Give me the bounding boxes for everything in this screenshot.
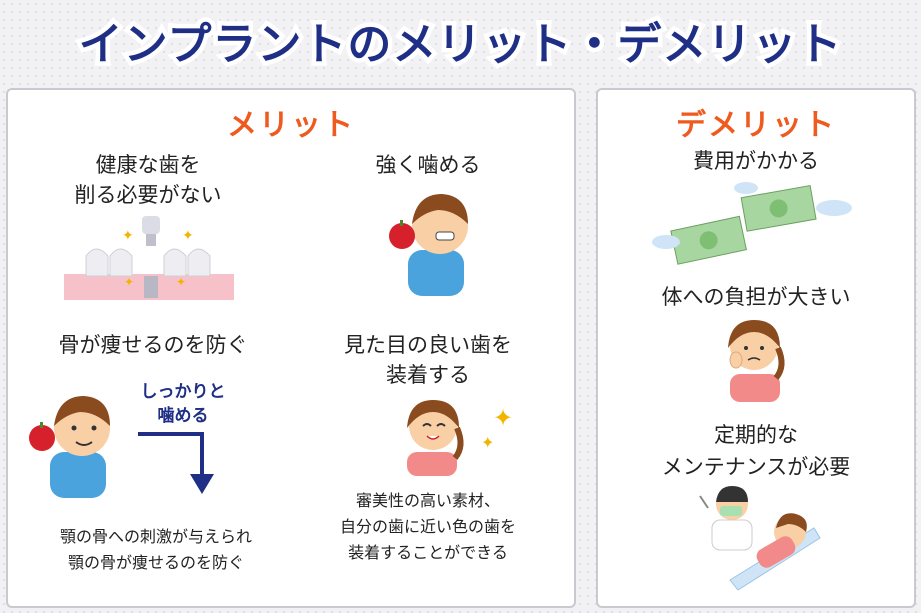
svg-text:✦: ✦ xyxy=(182,228,194,244)
merit-item-1-line2: 削る必要がない xyxy=(74,183,222,207)
merit-item-4-note1: 審美性の高い素材、 xyxy=(355,491,500,510)
troubled-woman-illustration xyxy=(728,320,785,402)
demerit-item-3-line2: メンテナンスが必要 xyxy=(661,455,851,479)
callout-line2: 噛める xyxy=(157,406,209,426)
demerit-heading: デメリット xyxy=(676,108,836,143)
demerit-panel: デメリット 費用がかかる 体への負担が大きい 定期的な メンテナンスが必要 xyxy=(596,88,916,608)
page-title: インプラントのメリット・デメリット xyxy=(74,15,846,75)
boy-eating-apple-illustration xyxy=(389,194,468,296)
callout-line1: しっかりと xyxy=(140,382,226,402)
smiling-woman-illustration: ✦ ✦ xyxy=(407,400,513,476)
demerit-item-1-line1: 費用がかかる xyxy=(693,149,819,173)
merit-item-1-line1: 健康な歯を xyxy=(95,153,201,177)
merit-item-3-note2: 顎の骨が痩せるのを防ぐ xyxy=(67,553,244,572)
merit-item-2-line1: 強く噛める xyxy=(375,153,481,177)
svg-text:✦: ✦ xyxy=(493,404,513,432)
svg-text:✦: ✦ xyxy=(124,275,134,289)
merit-heading: メリット xyxy=(227,108,355,143)
flying-money-illustration xyxy=(652,182,852,265)
merit-item-4-note3: 装着することができる xyxy=(348,543,508,562)
svg-text:✦: ✦ xyxy=(176,275,186,289)
merit-item-3-line1: 骨が痩せるのを防ぐ xyxy=(58,333,248,357)
dentist-patient-illustration xyxy=(699,486,821,591)
demerit-item-3-line1: 定期的な xyxy=(714,423,798,447)
merit-item-3-note1: 顎の骨への刺激が与えられ xyxy=(59,527,252,546)
merit-item-4-line1: 見た目の良い歯を xyxy=(344,333,512,357)
demerit-item-2-line1: 体への負担が大きい xyxy=(661,285,851,309)
dental-implant-illustration: ✦ ✦ ✦ ✦ xyxy=(64,216,234,300)
svg-text:✦: ✦ xyxy=(481,433,494,452)
svg-text:✦: ✦ xyxy=(122,228,134,244)
merit-item-4-note2: 自分の歯に近い色の歯を xyxy=(339,517,516,536)
merit-panel: メリット 健康な歯を 削る必要がない ✦ ✦ ✦ ✦ 強く噛める 骨が痩せるのを… xyxy=(6,88,576,608)
down-arrow-icon xyxy=(138,432,214,494)
boy-chewing-apple-illustration xyxy=(29,396,110,498)
merit-item-4-line2: 装着する xyxy=(386,363,470,387)
